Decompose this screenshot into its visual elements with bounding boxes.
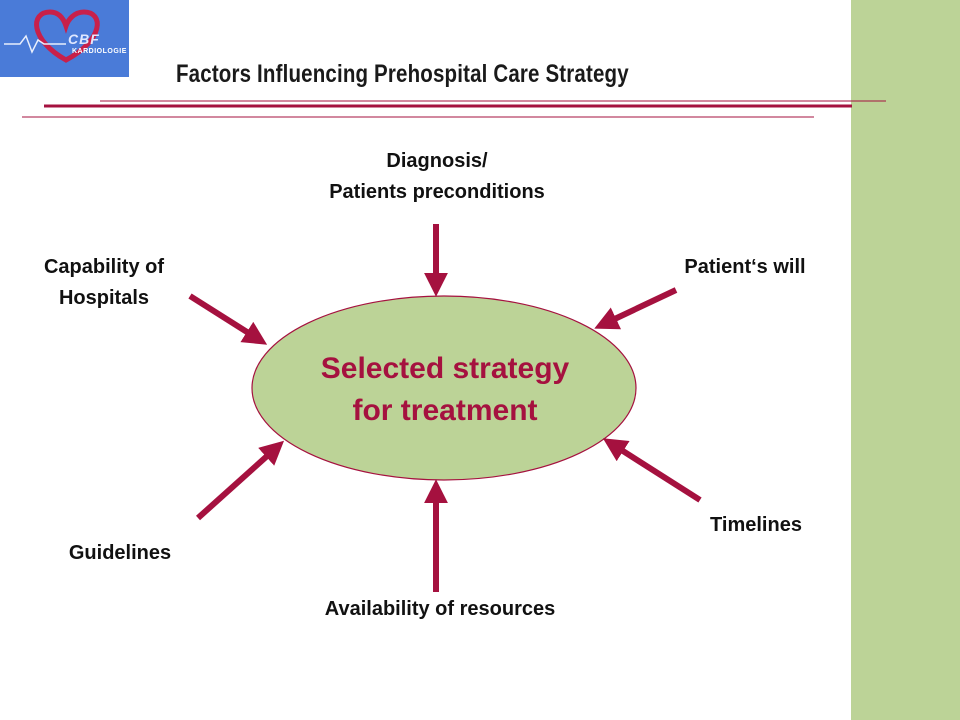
factor-capability-line-1: Capability of: [43, 256, 164, 278]
center-line-2: for treatment: [352, 394, 538, 427]
logo: CBF KARDIOLOGIE: [0, 0, 129, 77]
factor-availability-of-resources: Availability of resources: [324, 598, 556, 620]
heart-ecg-logo-icon: [4, 9, 100, 63]
factor-patients-will: Patient‘s will: [684, 256, 806, 278]
logo-subtext: KARDIOLOGIE: [72, 48, 127, 55]
arrow-top-left: [188, 293, 268, 345]
page-title: Factors Influencing Prehospital Care Str…: [176, 60, 629, 88]
factor-diagnosis-line-2: Patients preconditions: [329, 181, 545, 203]
arrow-bottom-left: [195, 440, 285, 521]
factor-capability-line-2: Hospitals: [58, 287, 150, 309]
center-line-1: Selected strategy: [320, 352, 570, 385]
right-sidebar-band: [851, 0, 960, 720]
logo-text: CBF: [68, 31, 100, 47]
arrow-top-right: [594, 287, 678, 330]
factor-guidelines: Guidelines: [68, 542, 172, 564]
arrow-bottom-right: [602, 438, 702, 503]
center-strategy-text: Selected strategy for treatment: [270, 348, 620, 432]
factor-diagnosis-line-1: Diagnosis/: [386, 150, 488, 172]
factor-capability-of-hospitals: Capability of Hospitals: [0, 252, 208, 314]
factor-diagnosis: Diagnosis/ Patients preconditions: [262, 146, 612, 208]
factor-timelines: Timelines: [710, 514, 802, 536]
